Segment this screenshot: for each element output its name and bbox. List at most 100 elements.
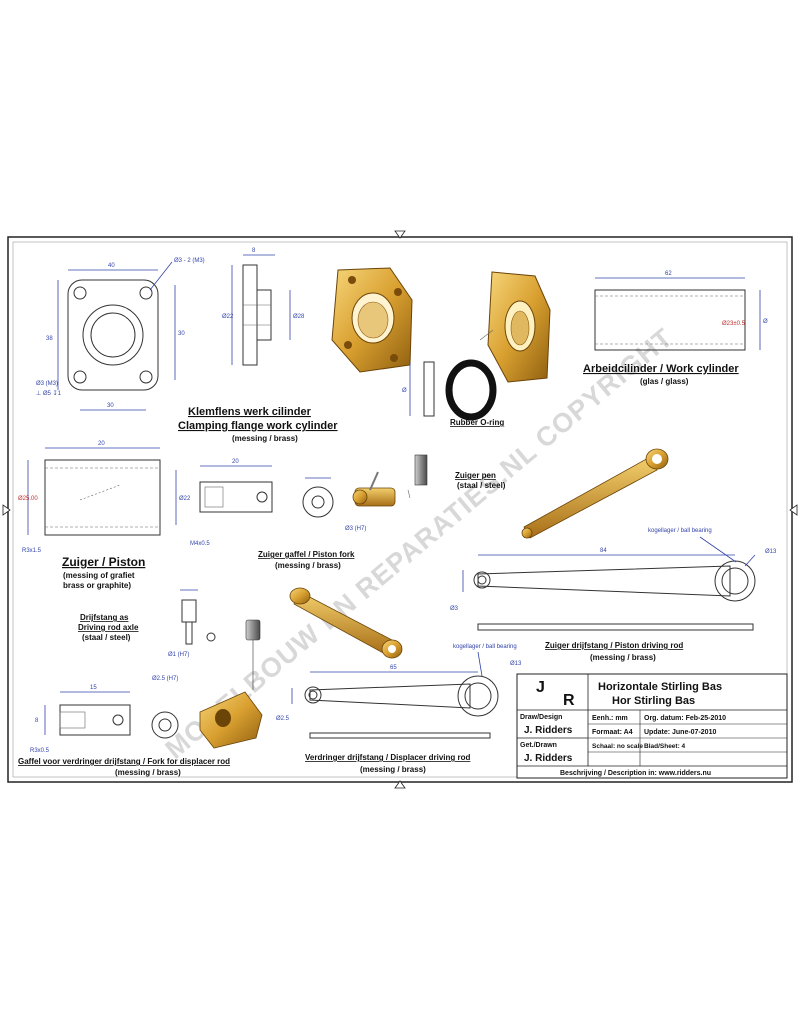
- driving-rod-axle-view: Ø1 (H7): [168, 589, 216, 658]
- svg-text:Klemflens werk cilinder: Klemflens werk cilinder: [188, 406, 312, 418]
- svg-text:(messing / brass): (messing / brass): [232, 434, 298, 443]
- svg-text:(messing / brass): (messing / brass): [115, 768, 181, 777]
- piston-rod-3d: [521, 448, 669, 539]
- svg-text:R3x1.5: R3x1.5: [22, 548, 42, 554]
- svg-text:R3x0.5: R3x0.5: [30, 748, 50, 754]
- svg-text:(staal / steel): (staal / steel): [82, 633, 131, 642]
- svg-text:(messing / brass): (messing / brass): [275, 561, 341, 570]
- o-ring-section-view: Ø: [402, 361, 435, 417]
- svg-text:20: 20: [98, 441, 105, 447]
- svg-text:Verdringer drijfstang / Displa: Verdringer drijfstang / Displacer drivin…: [305, 753, 470, 762]
- logo-letter-j: J: [536, 679, 545, 696]
- driving-rod-axle-title: Drijfstang as Driving rod axle (staal / …: [78, 613, 139, 642]
- svg-text:Ø22: Ø22: [222, 314, 234, 320]
- title-block: J R Horizontale Stirling Bas Hor Stirlin…: [516, 673, 788, 779]
- svg-text:Ø3 - 2 (M3): Ø3 - 2 (M3): [174, 258, 205, 264]
- svg-text:Arbeidcilinder / Work cylinder: Arbeidcilinder / Work cylinder: [583, 363, 739, 375]
- svg-text:M4x0.5: M4x0.5: [190, 541, 210, 547]
- rubber-ring-label: Rubber O-ring: [450, 418, 504, 427]
- svg-text:Org. datum: Feb-25-2010: Org. datum: Feb-25-2010: [644, 715, 726, 722]
- svg-text:Ø28: Ø28: [293, 314, 305, 320]
- svg-text:Drijfstang as: Drijfstang as: [80, 613, 129, 622]
- flange-3d-render: [331, 267, 413, 373]
- displacer-fork-3d: [199, 691, 263, 749]
- svg-text:⊥ Ø5 ↧1: ⊥ Ø5 ↧1: [36, 390, 62, 397]
- piston-title: Zuiger / Piston (messing of grafiet bras…: [62, 555, 145, 590]
- svg-text:kogellager / ball bearing: kogellager / ball bearing: [648, 528, 712, 534]
- svg-text:8: 8: [35, 718, 39, 724]
- work-cylinder-view: 62 Ø Ø23±0.5: [594, 271, 768, 351]
- svg-text:Ø3 (M3): Ø3 (M3): [36, 381, 58, 387]
- flange-front-view: 40 30 38 30 Ø3 - 2 (M3) Ø3 (M3) ⊥ Ø5 ↧1: [36, 258, 205, 411]
- svg-text:84: 84: [600, 548, 607, 554]
- svg-text:(messing / brass): (messing / brass): [360, 765, 426, 774]
- svg-text:Ø: Ø: [402, 388, 407, 394]
- svg-text:Ø3: Ø3: [450, 606, 459, 612]
- svg-text:15: 15: [90, 685, 97, 691]
- piston-fork-title: Zuiger gaffel / Piston fork (messing / b…: [258, 550, 355, 570]
- svg-text:Ø: Ø: [763, 319, 768, 325]
- svg-text:Zuiger drijfstang / Piston dri: Zuiger drijfstang / Piston driving rod: [545, 641, 683, 650]
- crank-arm-3d: [289, 587, 403, 659]
- flange-title: Klemflens werk cilinder Clamping flange …: [178, 406, 338, 443]
- flange-side-view: 8 Ø28 Ø22: [222, 248, 305, 366]
- piston-view: 20 Ø25.00 Ø22 R3x1.5: [18, 441, 191, 554]
- displacer-fork-title: Gaffel voor verdringer drijfstang / Fork…: [18, 757, 230, 777]
- drawing-subtitle: Hor Stirling Bas: [612, 695, 695, 707]
- svg-text:Get./Drawn: Get./Drawn: [520, 742, 557, 749]
- svg-text:62: 62: [665, 271, 672, 277]
- rubber-o-ring: [445, 329, 497, 421]
- piston-pin-3d: [407, 454, 428, 499]
- svg-text:(glas / glass): (glas / glass): [640, 377, 689, 386]
- svg-text:8: 8: [252, 248, 256, 254]
- svg-text:kogellager / ball bearing: kogellager / ball bearing: [453, 644, 517, 650]
- displacer-fork-end-view: [151, 711, 179, 739]
- piston-rod-title: Zuiger drijfstang / Piston driving rod (…: [545, 641, 683, 662]
- piston-rod-view: 84 Ø3 Ø13 kogellager / ball bearing: [450, 528, 777, 631]
- svg-text:30: 30: [107, 403, 114, 409]
- svg-text:30: 30: [178, 331, 185, 337]
- svg-text:20: 20: [232, 459, 239, 465]
- svg-text:Blad/Sheet: 4: Blad/Sheet: 4: [644, 743, 686, 750]
- piston-fork-3d: [352, 471, 396, 507]
- svg-text:Ø2.5 (H7): Ø2.5 (H7): [152, 676, 178, 682]
- svg-text:Driving rod axle: Driving rod axle: [78, 623, 139, 632]
- description-link: Beschrijving / Description in: www.ridde…: [560, 770, 711, 777]
- svg-text:Clamping flange work cylinder: Clamping flange work cylinder: [178, 420, 338, 432]
- svg-text:Zuiger / Piston: Zuiger / Piston: [62, 555, 145, 569]
- displacer-rod-title: Verdringer drijfstang / Displacer drivin…: [305, 753, 470, 774]
- screw-3d: [245, 619, 261, 690]
- svg-text:J. Ridders: J. Ridders: [524, 753, 573, 764]
- svg-text:Ø23±0.5: Ø23±0.5: [722, 321, 746, 327]
- displacer-fork-view: 15 8 R3x0.5 Ø2.5 (H7): [30, 676, 178, 754]
- svg-text:Formaat: A4: Formaat: A4: [592, 729, 633, 736]
- svg-text:Update: June-07-2010: Update: June-07-2010: [644, 729, 716, 736]
- svg-text:Ø3 (H7): Ø3 (H7): [345, 526, 366, 532]
- flange-with-oring-render: [487, 271, 551, 383]
- svg-text:Schaal: no scale: Schaal: no scale: [592, 743, 643, 750]
- svg-text:(messing / brass): (messing / brass): [590, 653, 656, 662]
- svg-text:J. Ridders: J. Ridders: [524, 725, 573, 736]
- svg-text:Ø13: Ø13: [510, 661, 522, 667]
- svg-text:Ø13: Ø13: [765, 549, 777, 555]
- svg-text:Ø25.00: Ø25.00: [18, 496, 38, 502]
- svg-text:brass or graphite): brass or graphite): [63, 581, 131, 590]
- svg-text:Eenh.: mm: Eenh.: mm: [592, 715, 628, 722]
- svg-text:Zuiger gaffel / Piston fork: Zuiger gaffel / Piston fork: [258, 550, 355, 559]
- logo-letter-r: R: [563, 692, 575, 709]
- svg-text:(messing of grafiet: (messing of grafiet: [63, 571, 135, 580]
- svg-text:40: 40: [108, 263, 115, 269]
- svg-text:Ø1 (H7): Ø1 (H7): [168, 652, 189, 658]
- svg-text:Gaffel voor verdringer drijfst: Gaffel voor verdringer drijfstang / Fork…: [18, 757, 230, 766]
- svg-text:Ø2.5: Ø2.5: [276, 716, 290, 722]
- svg-text:(staal / steel): (staal / steel): [457, 481, 506, 490]
- displacer-rod-view: 65 Ø2.5 Ø13 kogellager / ball bearing: [276, 644, 522, 739]
- svg-text:Draw/Design: Draw/Design: [520, 714, 562, 721]
- svg-text:38: 38: [46, 336, 53, 342]
- piston-pin-title: Zuiger pen (staal / steel): [455, 471, 506, 490]
- svg-text:Ø22: Ø22: [179, 496, 191, 502]
- drawing-title: Horizontale Stirling Bas: [598, 681, 722, 693]
- sheet-border: [2, 230, 798, 789]
- piston-fork-view: 20 M4x0.5: [190, 459, 273, 547]
